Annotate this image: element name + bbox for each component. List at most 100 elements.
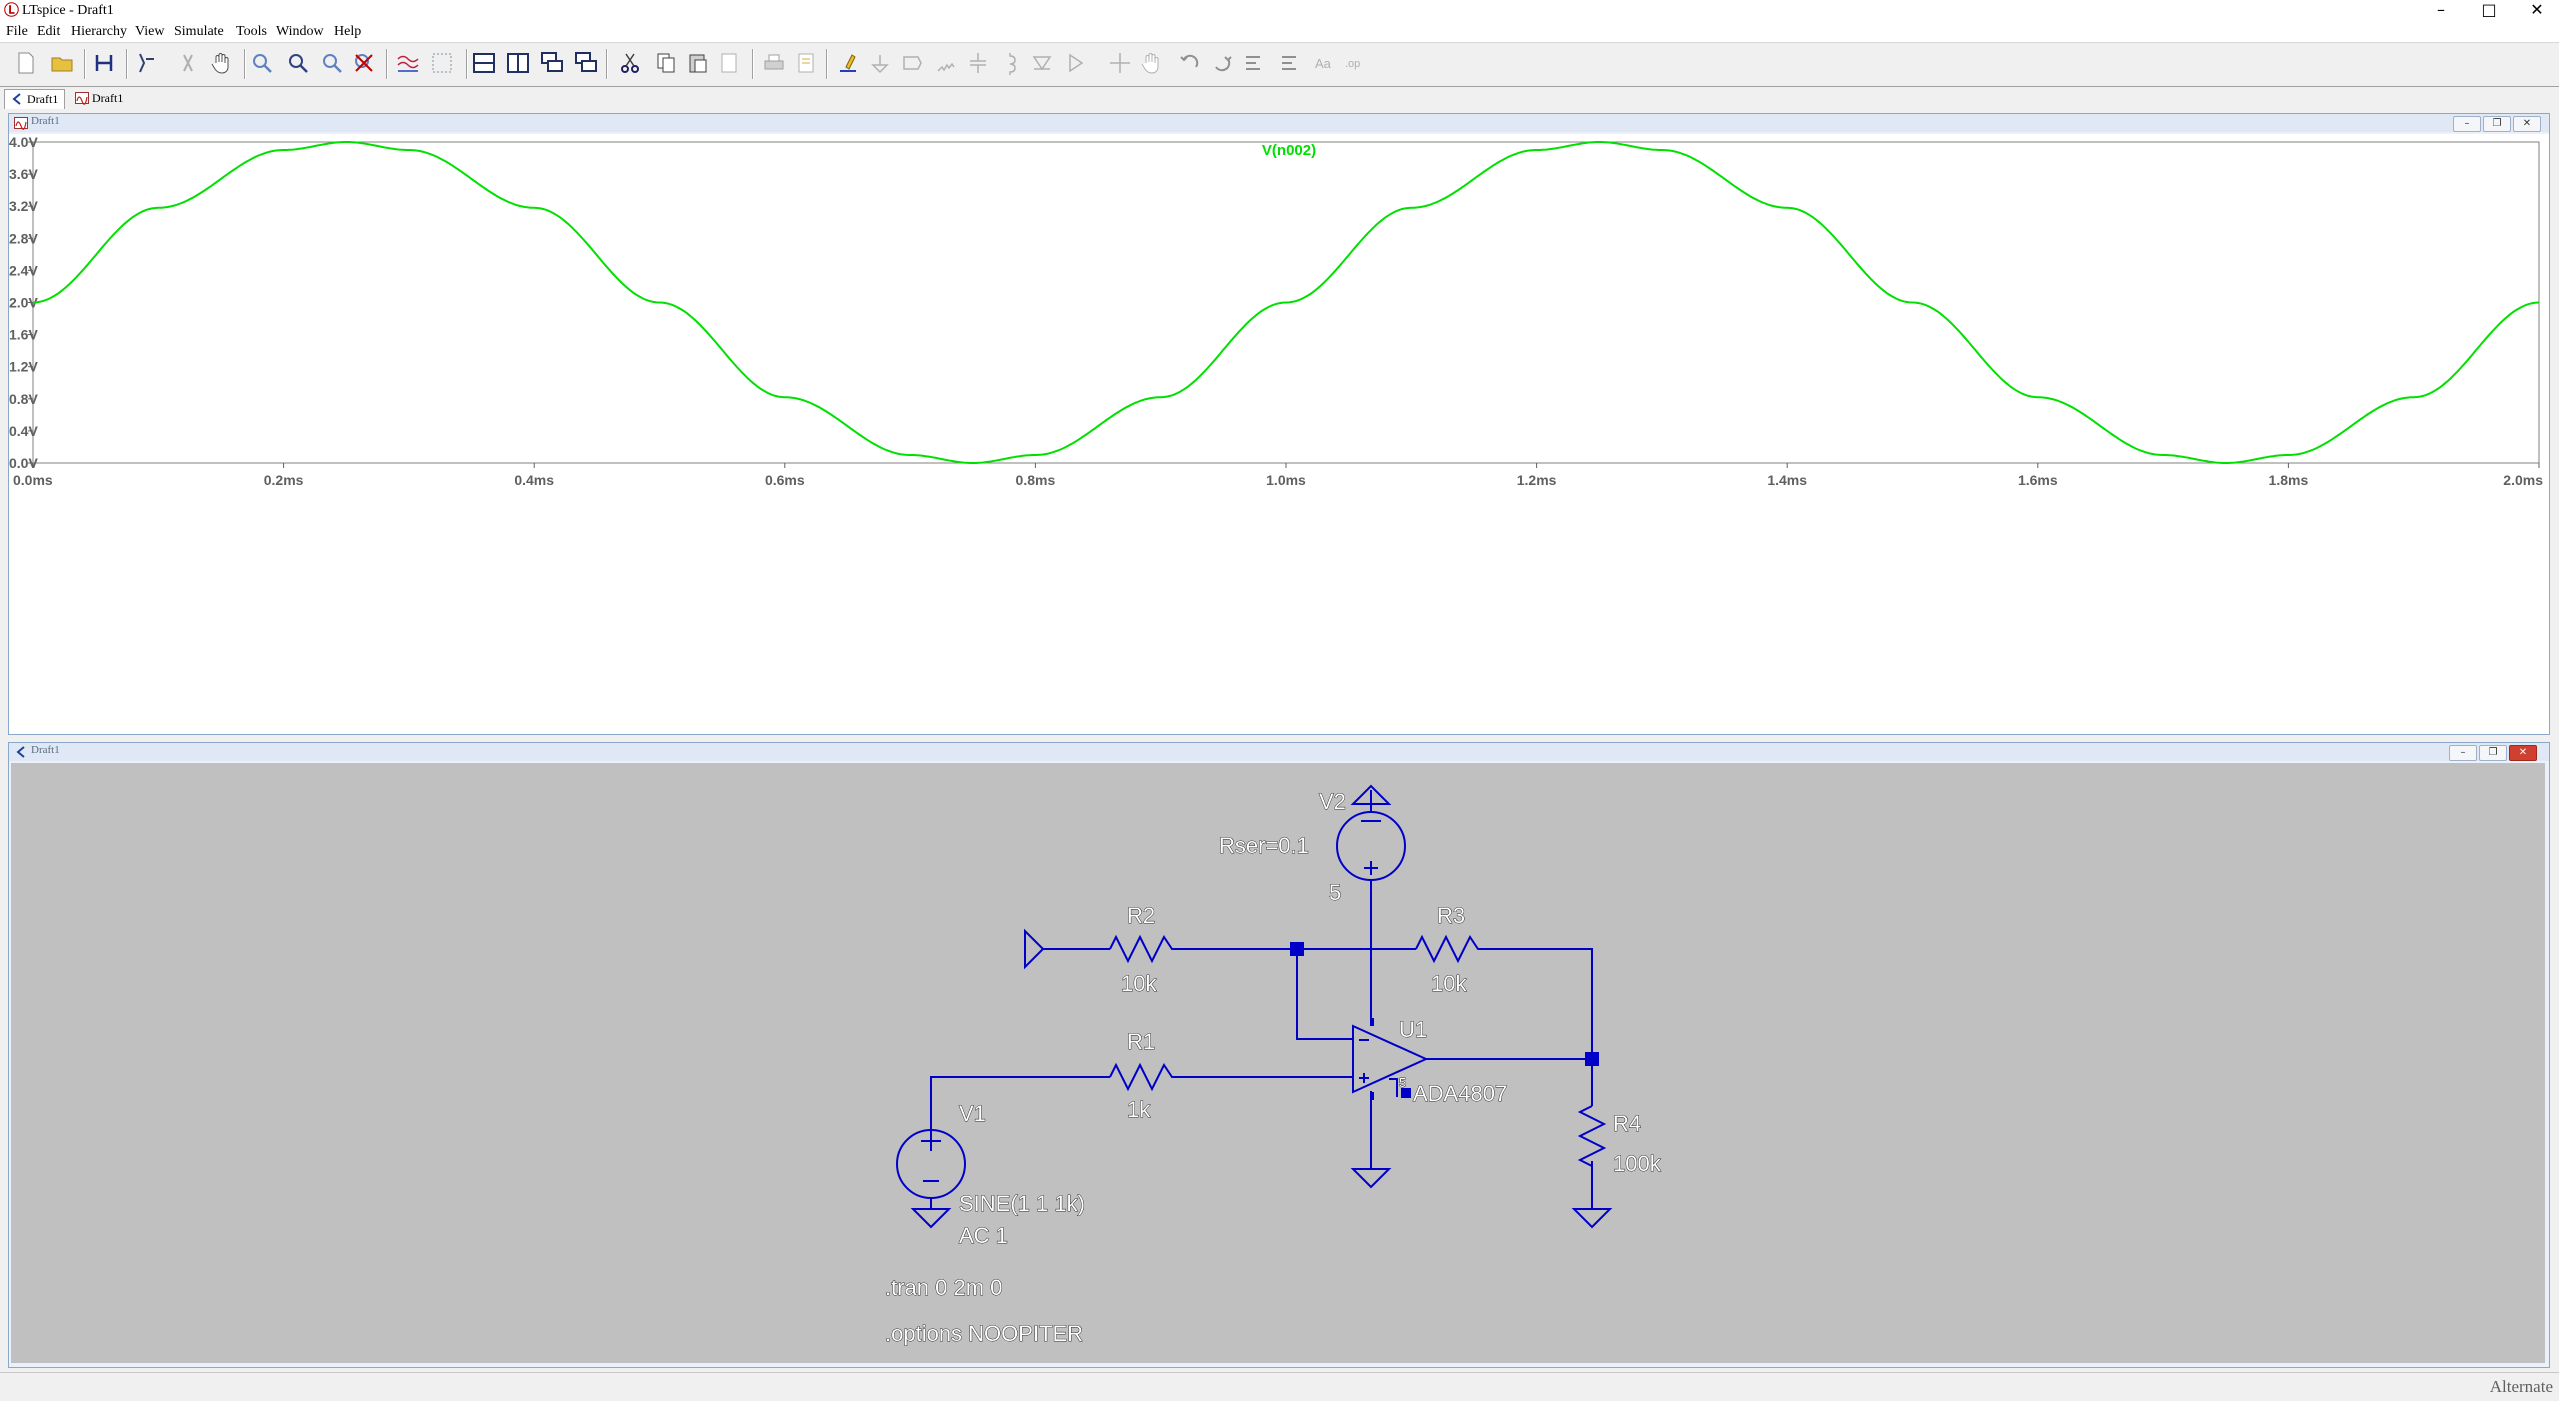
r4-name-label[interactable]: R4 — [1613, 1111, 1642, 1137]
halt-icon[interactable] — [92, 51, 116, 75]
r3-resistor[interactable] — [1415, 934, 1484, 964]
grid-icon[interactable] — [430, 51, 454, 75]
cut-icon[interactable] — [618, 51, 642, 75]
schematic-background — [11, 763, 2545, 1363]
zoom-fit-icon[interactable] — [320, 51, 344, 75]
options-directive[interactable]: .options NOOPITER — [885, 1321, 1084, 1347]
draw-wire-icon[interactable] — [836, 51, 860, 75]
x-tick-label: 0.8ms — [1016, 472, 1056, 488]
tile-horizontal-icon[interactable] — [472, 51, 496, 75]
r3-value-label[interactable]: 10k — [1431, 971, 1468, 997]
close-all-icon[interactable] — [574, 51, 598, 75]
v2-rser-label[interactable]: Rser=0.1 — [1219, 833, 1310, 859]
zoom-in-icon[interactable] — [286, 51, 310, 75]
inductor-icon[interactable] — [998, 51, 1022, 75]
v1-name-label[interactable]: V1 — [959, 1101, 987, 1127]
v1-source[interactable] — [896, 1129, 966, 1199]
r1-name-label[interactable]: R1 — [1127, 1029, 1156, 1055]
u1-opamp[interactable] — [1352, 1018, 1429, 1100]
tab-schematic[interactable]: Draft1 — [4, 89, 66, 109]
schematic-window-titlebar: Draft1 – ❐ ✕ — [9, 743, 2549, 761]
r1-resistor[interactable] — [1109, 1062, 1178, 1092]
ground-icon[interactable] — [868, 51, 892, 75]
run-icon[interactable] — [134, 51, 158, 75]
menu-edit[interactable]: Edit — [37, 24, 61, 39]
toolbar-separator — [752, 49, 754, 79]
tile-vertical-icon[interactable] — [506, 51, 530, 75]
close-button[interactable]: ✕ — [2530, 0, 2544, 19]
minimize-button[interactable]: – — [2437, 0, 2445, 19]
r2-value-label[interactable]: 10k — [1121, 971, 1158, 997]
tab-waveform[interactable]: Draft1 — [70, 89, 129, 108]
menu-view[interactable]: View — [135, 24, 165, 39]
trace-label[interactable]: V(n002) — [1262, 142, 1316, 159]
pan-hand-icon[interactable] — [210, 51, 234, 75]
maximize-button[interactable]: □ — [2481, 0, 2497, 19]
y-tick-label: 3.2V — [9, 198, 38, 214]
waveform-close-button[interactable]: ✕ — [2513, 116, 2541, 132]
capacitor-icon[interactable] — [966, 51, 990, 75]
u1-name-label[interactable]: U1 — [1399, 1017, 1428, 1043]
x-tick-label: 1.4ms — [1767, 472, 1807, 488]
x-tick-label: 0.2ms — [264, 472, 304, 488]
undo-icon[interactable] — [1178, 51, 1202, 75]
schematic-canvas[interactable]: V2 Rser=0.1 5 R2 10k R3 10k U1 ADA4807 5… — [11, 763, 2545, 1363]
r1-value-label[interactable]: 1k — [1127, 1097, 1152, 1123]
component-icon[interactable] — [1064, 51, 1088, 75]
copy-icon[interactable] — [654, 51, 678, 75]
pause-icon[interactable] — [176, 51, 200, 75]
r4-resistor[interactable] — [1577, 1105, 1607, 1168]
menu-hierarchy[interactable]: Hierarchy — [71, 24, 127, 39]
v2-value-label[interactable]: 5 — [1329, 880, 1342, 906]
resistor-icon[interactable] — [934, 51, 958, 75]
drag-icon[interactable] — [1140, 51, 1164, 75]
waveform-plot[interactable]: 0.0V0.4V0.8V1.2V1.6V2.0V2.4V2.8V3.2V3.6V… — [9, 134, 2549, 734]
waveform-window-titlebar: Draft1 – ❐ ✕ — [9, 114, 2549, 132]
y-tick-label: 4.0V — [9, 134, 38, 150]
tran-directive[interactable]: .tran 0 2m 0 — [885, 1275, 1003, 1301]
redo-icon[interactable] — [1210, 51, 1234, 75]
new-file-icon[interactable] — [14, 51, 38, 75]
zoom-area-icon[interactable] — [250, 51, 274, 75]
r3-name-label[interactable]: R3 — [1437, 903, 1466, 929]
menu-file[interactable]: File — [6, 24, 28, 39]
window-titlebar: Ⓛ LTspice - Draft1 – □ ✕ — [0, 0, 2559, 22]
diode-icon[interactable] — [1030, 51, 1054, 75]
cascade-icon[interactable] — [540, 51, 564, 75]
text-icon[interactable]: Aa — [1312, 51, 1336, 75]
menu-help[interactable]: Help — [334, 24, 362, 39]
print-icon[interactable] — [762, 51, 786, 75]
svg-text:.op: .op — [1345, 58, 1360, 70]
zoom-cancel-icon[interactable] — [352, 51, 376, 75]
rotate-icon[interactable] — [1242, 51, 1266, 75]
autorange-icon[interactable] — [396, 51, 420, 75]
move-icon[interactable] — [1108, 51, 1132, 75]
v1-value-label[interactable]: SINE(1 1 1k) — [959, 1191, 1086, 1217]
mirror-icon[interactable] — [1278, 51, 1302, 75]
schematic-close-button[interactable]: ✕ — [2509, 745, 2537, 761]
print-preview-icon[interactable] — [794, 51, 818, 75]
v2-name-label[interactable]: V2 — [1319, 789, 1347, 815]
wire[interactable] — [930, 1076, 1353, 1131]
v1-ac-label[interactable]: AC 1 — [959, 1223, 1009, 1249]
spice-directive-icon[interactable]: .op — [1344, 51, 1368, 75]
r4-value-label[interactable]: 100k — [1613, 1151, 1663, 1177]
find-icon[interactable] — [718, 51, 742, 75]
menu-tools[interactable]: Tools — [236, 24, 267, 39]
schematic-minimize-button[interactable]: – — [2449, 745, 2477, 761]
menu-window[interactable]: Window — [276, 24, 324, 39]
v2-source[interactable] — [1336, 784, 1406, 881]
r2-resistor[interactable] — [1109, 934, 1178, 964]
paste-icon[interactable] — [686, 51, 710, 75]
waveform-minimize-button[interactable]: – — [2453, 116, 2481, 132]
menu-simulate[interactable]: Simulate — [174, 24, 224, 39]
r2-name-label[interactable]: R2 — [1127, 903, 1156, 929]
waveform-restore-button[interactable]: ❐ — [2483, 116, 2511, 132]
u1-model-label[interactable]: ADA4807 — [1413, 1081, 1508, 1107]
y-tick-label: 1.6V — [9, 327, 38, 343]
open-folder-icon[interactable] — [50, 51, 74, 75]
schematic-restore-button[interactable]: ❐ — [2479, 745, 2507, 761]
toolbar-separator — [244, 49, 246, 79]
label-net-icon[interactable] — [900, 51, 924, 75]
